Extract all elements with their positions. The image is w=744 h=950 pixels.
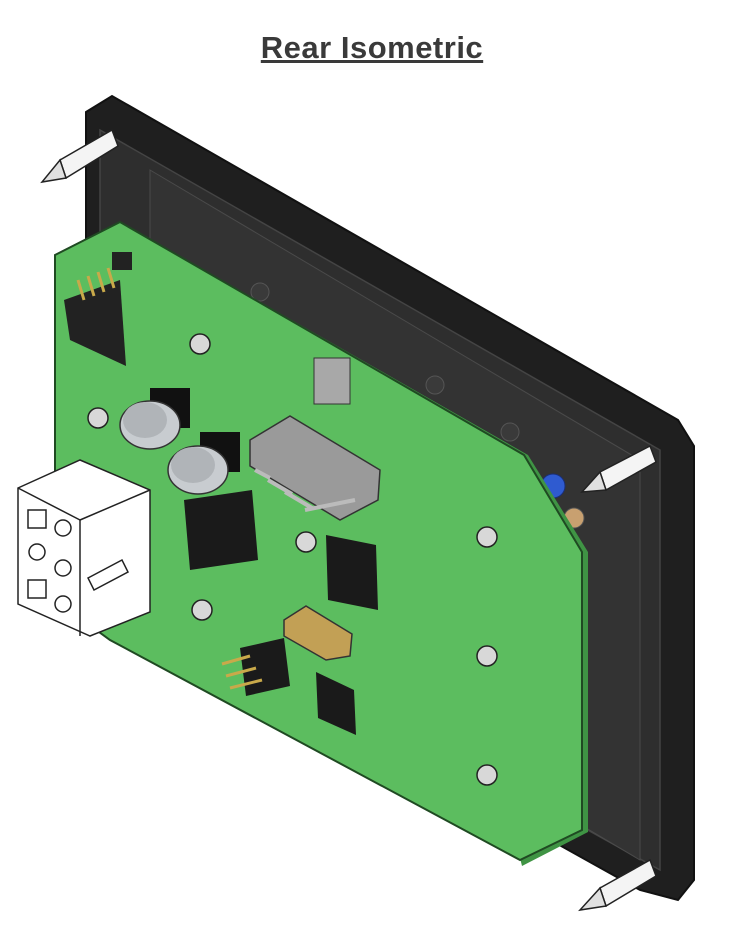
screws (87, 333, 498, 786)
ic-chip-1 (184, 490, 258, 570)
mounting-pin-top-left (40, 128, 119, 184)
capacitor-1 (119, 388, 190, 450)
small-ic (112, 252, 132, 270)
crystal (283, 605, 353, 661)
mounting-pin-bottom-right (578, 858, 657, 912)
ic-chip-3 (316, 672, 356, 735)
view-title: Rear Isometric (260, 30, 484, 65)
white-power-connector (17, 459, 151, 637)
header-top-left (64, 267, 126, 366)
grey-switch (313, 357, 351, 405)
mounting-pin-right (580, 444, 657, 493)
pin-header-bottom (221, 638, 290, 696)
capacitor-2 (167, 432, 240, 495)
grey-connector (249, 415, 381, 521)
ic-chip-2 (326, 535, 378, 610)
